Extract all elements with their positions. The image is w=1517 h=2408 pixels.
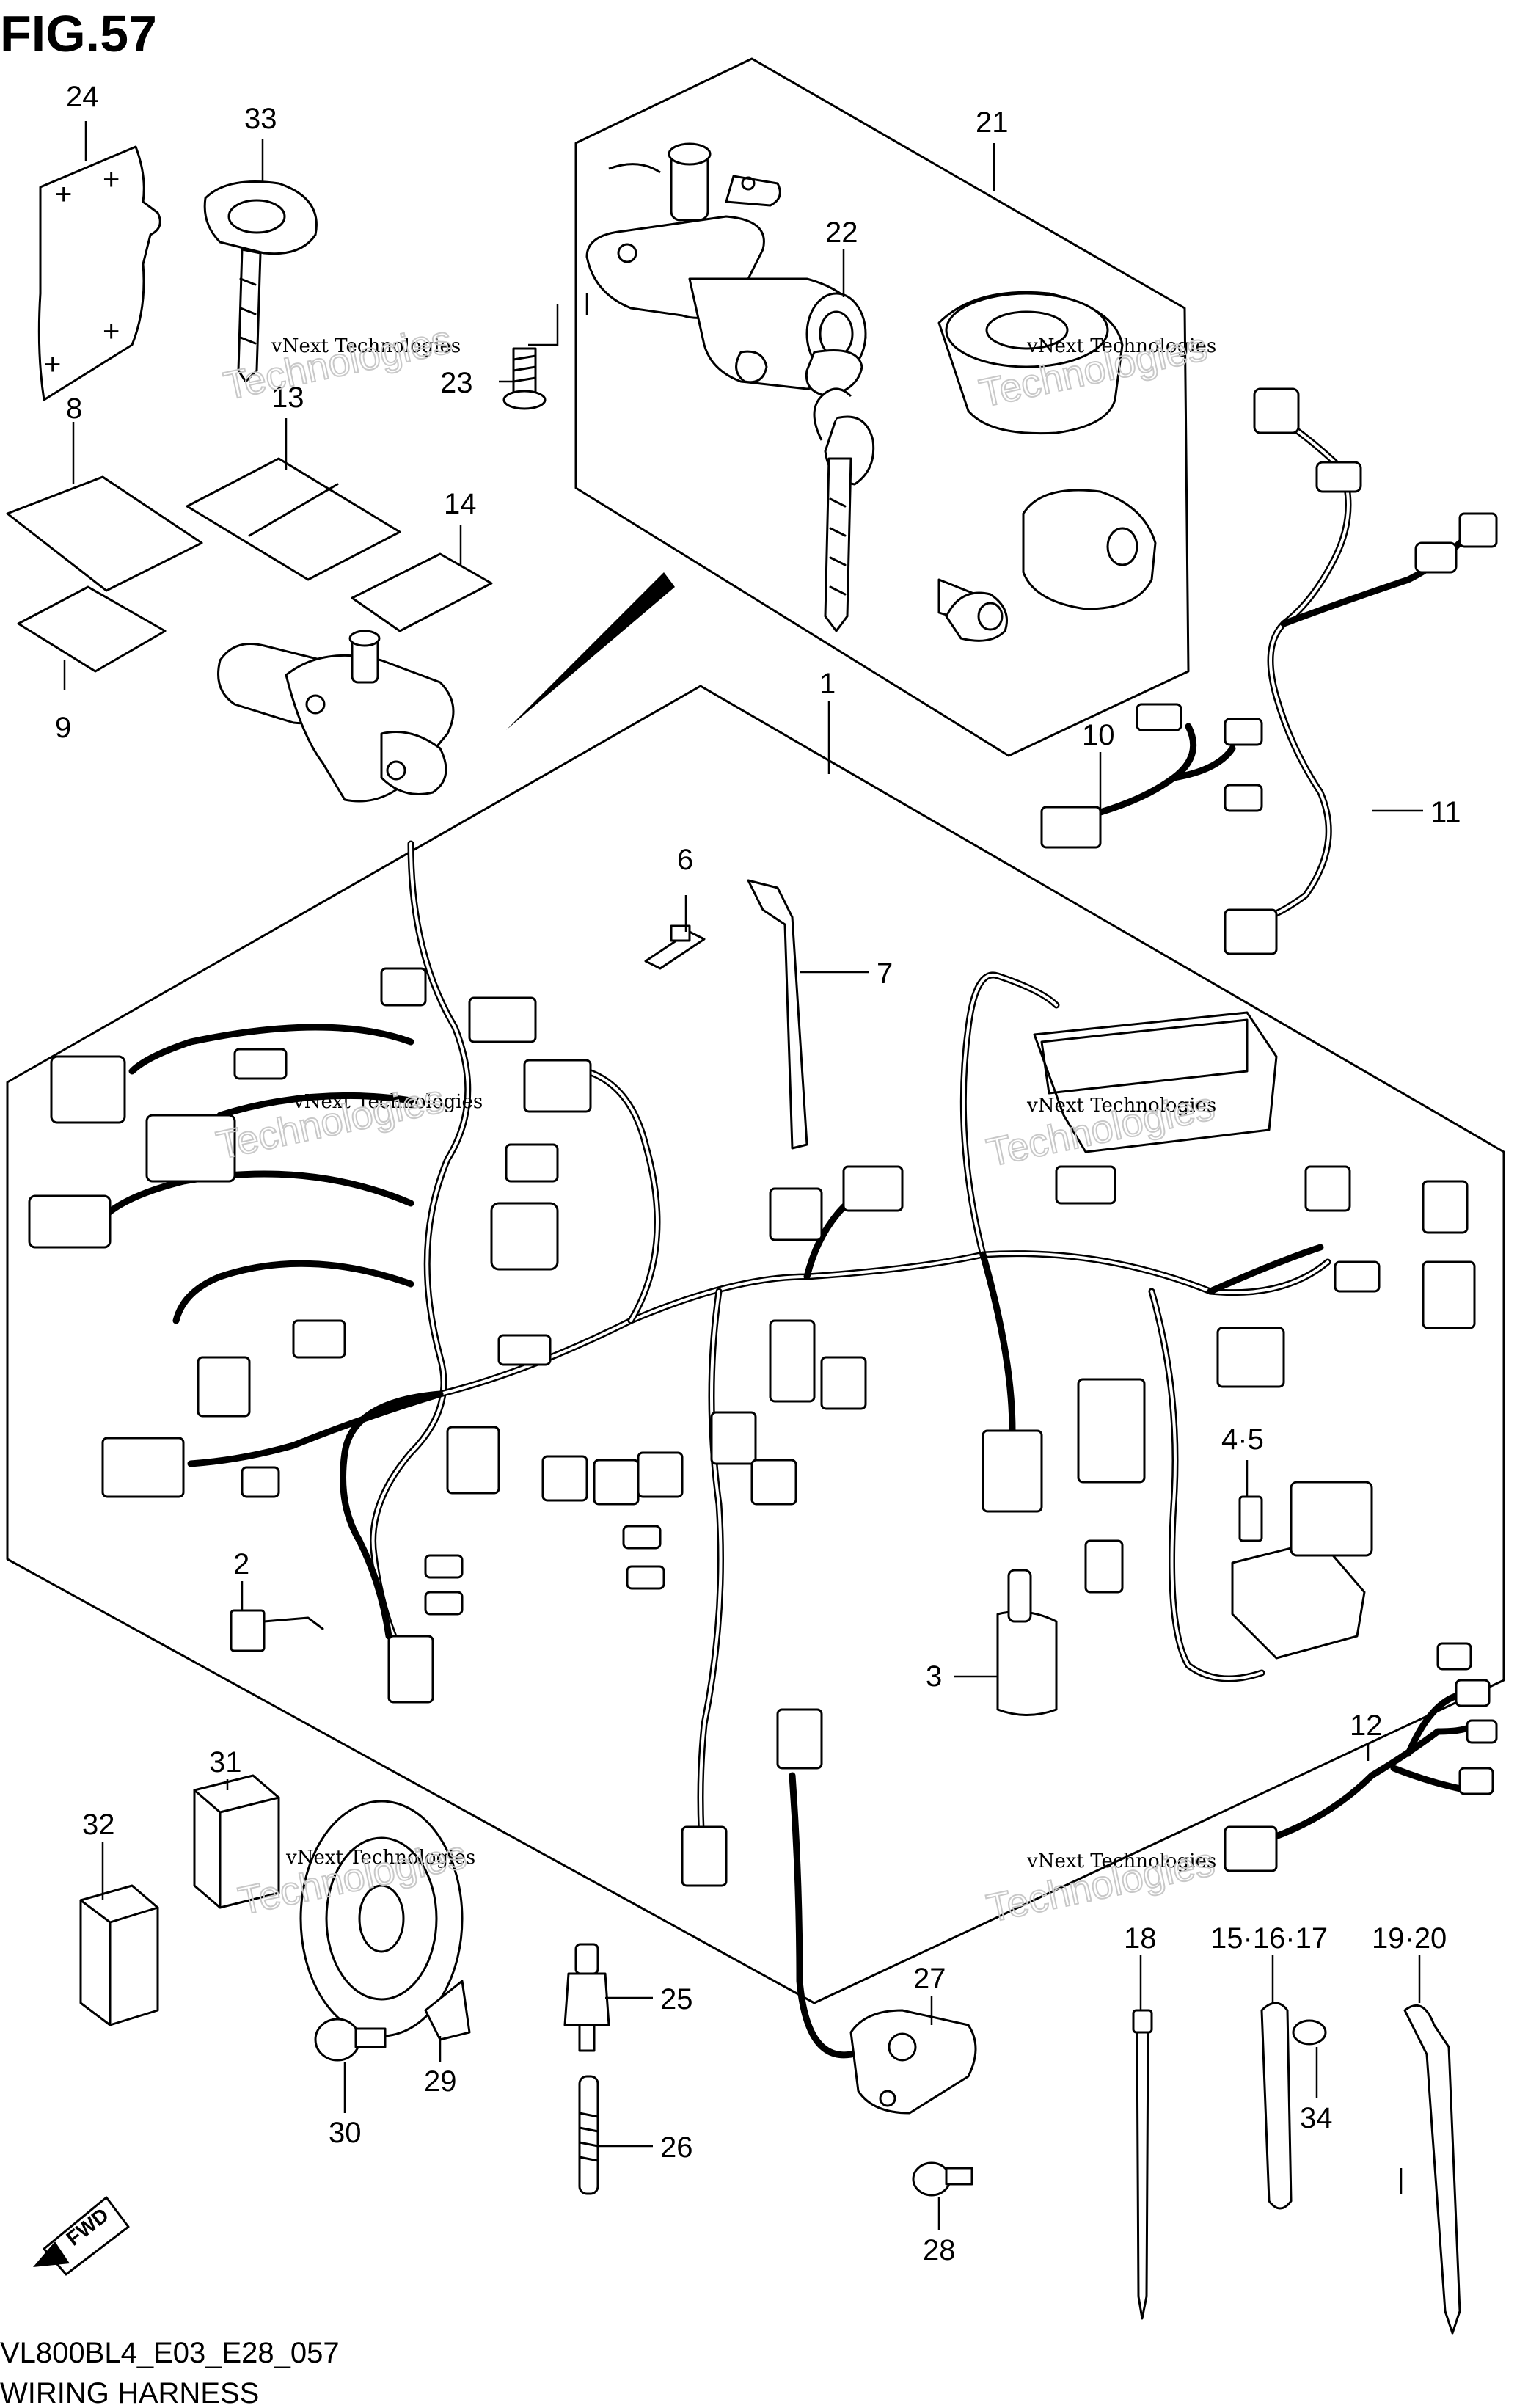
- sub-harness-12: [1224, 1642, 1498, 1872]
- svg-text:+: +: [44, 349, 61, 381]
- clamp-15-16-17: [1260, 2002, 1327, 2210]
- seat-lock-cover: [1022, 489, 1157, 610]
- leader-lines: [63, 121, 1423, 2230]
- callout-19-20: 19·20: [1372, 1922, 1447, 1955]
- sub-harness-10: [1040, 703, 1263, 849]
- ignition-key: [805, 349, 875, 632]
- callout-10: 10: [1082, 719, 1115, 751]
- callout-21: 21: [976, 106, 1009, 139]
- callout-11: 11: [1430, 796, 1461, 828]
- callout-25: 25: [660, 1983, 693, 2015]
- diagram-name: WIRING HARNESS: [0, 2377, 259, 2408]
- svg-text:+: +: [55, 178, 72, 211]
- label-plate-24: + + + +: [37, 145, 161, 401]
- bolt-30: [314, 2018, 387, 2062]
- callout-18: 18: [1124, 1922, 1157, 1955]
- seat-lock-cylinder: [937, 578, 1008, 642]
- callout-labels: 24 33 21 22 23 8 13 14 9 1 10 11 6 7 4·5…: [55, 81, 1461, 2266]
- watermark-text: vNext Technologies: [1026, 1095, 1216, 1117]
- tie-19-20: [1403, 2004, 1461, 2335]
- callout-32: 32: [82, 1809, 115, 1841]
- watermark-text: vNext Technologies: [285, 1847, 475, 1869]
- callout-14: 14: [444, 488, 477, 520]
- callout-33: 33: [244, 103, 277, 135]
- watermark-text: vNext Technologies: [1026, 335, 1216, 357]
- harness-outline: [6, 685, 1505, 2004]
- screw-23: [502, 347, 547, 410]
- key-33: [203, 180, 318, 383]
- harness-connectors: [28, 967, 1476, 1887]
- steering-lock: [217, 630, 455, 803]
- svg-text:+: +: [103, 164, 120, 196]
- relay-31: [193, 1774, 280, 1909]
- sensor-27: [849, 2009, 977, 2115]
- callout-26: 26: [660, 2131, 693, 2164]
- bolt-28: [912, 2161, 973, 2197]
- switch-cap: [937, 291, 1124, 435]
- horn-29: [299, 1800, 471, 2041]
- callout-29: 29: [424, 2065, 457, 2098]
- svg-text:+: +: [103, 315, 120, 348]
- diagram-code: VL800BL4_E03_E28_057: [0, 2337, 340, 2369]
- callout-30: 30: [329, 2117, 362, 2149]
- callout-9: 9: [55, 712, 71, 744]
- callout-15-16-17: 15·16·17: [1210, 1922, 1328, 1955]
- callout-28: 28: [923, 2234, 956, 2266]
- callout-24: 24: [66, 81, 99, 113]
- fwd-arrow-direction: [506, 572, 675, 730]
- callout-31: 31: [209, 1746, 242, 1778]
- labels-8-9-13-14: [6, 457, 493, 673]
- watermark-text: vNext Technologies: [271, 335, 461, 357]
- callout-27: 27: [913, 1963, 946, 1995]
- callout-23: 23: [440, 367, 473, 399]
- callout-2: 2: [233, 1548, 249, 1580]
- figure-title: FIG.57: [0, 5, 157, 62]
- callout-8: 8: [66, 393, 82, 425]
- callout-7: 7: [877, 957, 893, 990]
- callout-3: 3: [926, 1660, 942, 1693]
- watermark-text: vNext Technologies: [293, 1091, 483, 1113]
- callout-34: 34: [1300, 2102, 1333, 2134]
- callout-22: 22: [825, 216, 858, 249]
- callout-4-5: 4·5: [1221, 1423, 1264, 1456]
- relay-32: [79, 1884, 159, 2026]
- ignition-kit-group: [528, 57, 1190, 757]
- callout-13: 13: [271, 382, 304, 414]
- fwd-badge: FWD: [33, 2196, 130, 2276]
- switch-25: [563, 1943, 610, 2052]
- kit-outline: [574, 57, 1190, 757]
- sub-harness-11: [1224, 387, 1498, 955]
- items-6-7: [644, 879, 808, 1150]
- callout-12: 12: [1350, 1710, 1383, 1742]
- main-harness-group: [6, 685, 1505, 2059]
- callout-1: 1: [819, 668, 836, 700]
- sleeve-26: [578, 2075, 599, 2195]
- tie-18: [1132, 2009, 1153, 2320]
- watermark-text: vNext Technologies: [1026, 1850, 1216, 1872]
- callout-6: 6: [677, 844, 693, 876]
